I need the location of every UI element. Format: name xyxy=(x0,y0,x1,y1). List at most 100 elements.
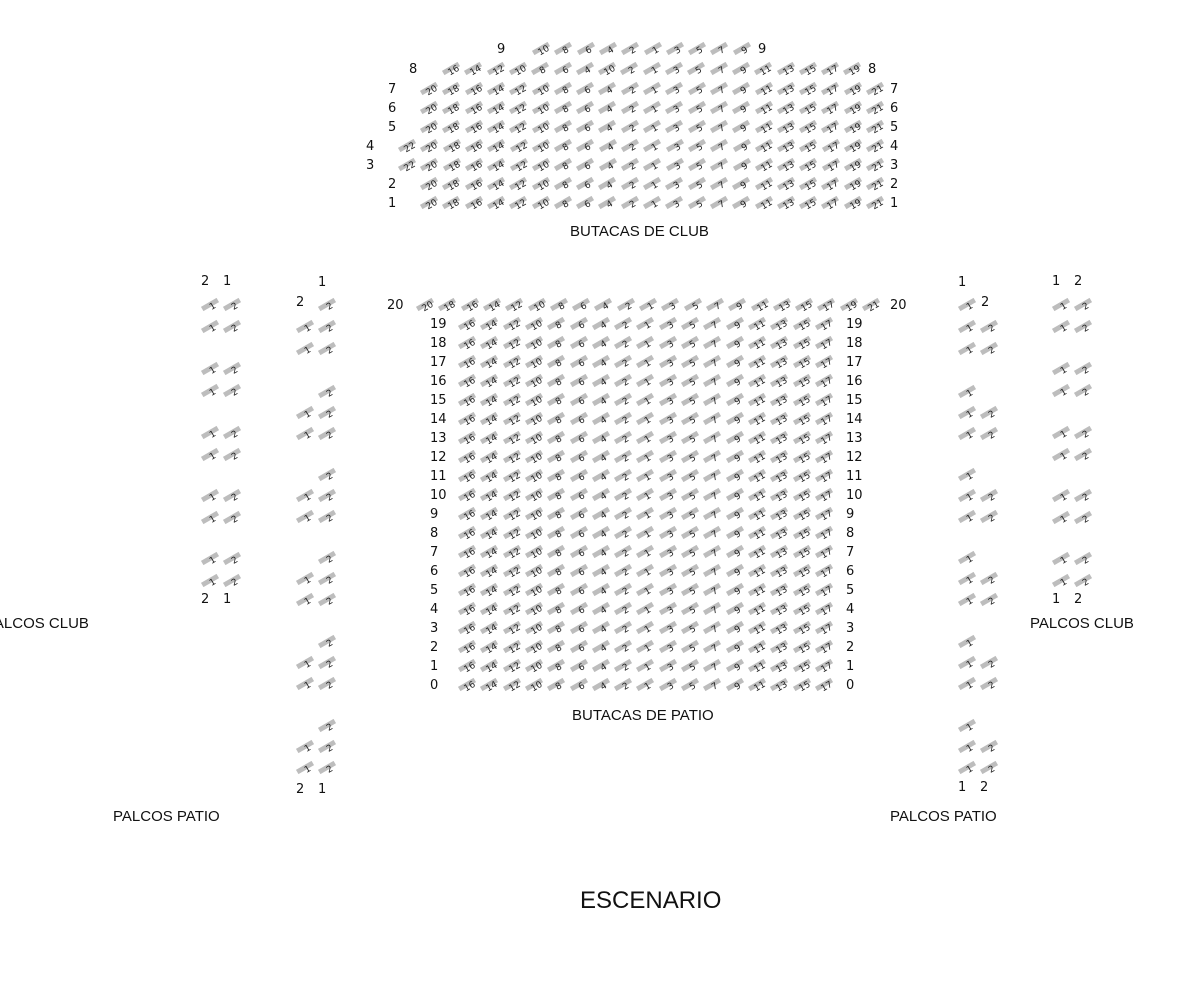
patio-seat[interactable]: 15 xyxy=(792,581,815,601)
patio-seat[interactable]: 14 xyxy=(480,429,502,449)
club-seat[interactable]: 5 xyxy=(687,137,710,157)
club-seat[interactable]: 8 xyxy=(553,80,576,100)
patio-seat[interactable]: 10 xyxy=(527,296,550,316)
patio-seat[interactable]: 5 xyxy=(683,296,706,316)
patio-seat[interactable]: 18 xyxy=(438,296,460,316)
patio-seat[interactable]: 1 xyxy=(636,638,658,658)
club-seat[interactable]: 14 xyxy=(487,156,509,176)
club-seat[interactable]: 19 xyxy=(843,156,866,176)
patio-seat[interactable]: 13 xyxy=(770,486,792,506)
patio-seat[interactable]: 13 xyxy=(770,600,792,620)
patio-seat[interactable]: 13 xyxy=(770,638,792,658)
club-seat[interactable]: 20 xyxy=(419,118,442,138)
patio-seat[interactable]: 2 xyxy=(614,676,636,696)
patio-seat[interactable]: 15 xyxy=(792,524,815,544)
patio-seat[interactable]: 14 xyxy=(480,467,502,487)
patio-seat[interactable]: 11 xyxy=(750,296,773,316)
club-seat[interactable]: 2 xyxy=(620,194,643,214)
club-seat[interactable]: 19 xyxy=(843,60,865,80)
patio-seat[interactable]: 16 xyxy=(457,372,480,392)
club-seat[interactable]: 18 xyxy=(442,156,465,176)
club-seat[interactable]: 13 xyxy=(776,118,799,138)
club-seat[interactable]: 13 xyxy=(776,99,799,119)
patio-seat[interactable]: 16 xyxy=(457,315,480,335)
club-seat[interactable]: 21 xyxy=(865,99,888,119)
club-seat[interactable]: 2 xyxy=(620,137,643,157)
club-seat[interactable]: 3 xyxy=(665,40,688,60)
club-seat[interactable]: 6 xyxy=(576,156,598,176)
patio-seat[interactable]: 5 xyxy=(680,391,703,411)
patio-seat[interactable]: 5 xyxy=(680,448,703,468)
club-seat[interactable]: 13 xyxy=(776,175,799,195)
patio-seat[interactable]: 12 xyxy=(502,467,525,487)
patio-seat[interactable]: 3 xyxy=(658,619,681,639)
palcos-patio-left-seat-2[interactable]: 2 xyxy=(317,675,340,695)
club-seat[interactable]: 2 xyxy=(621,40,643,60)
patio-seat[interactable]: 14 xyxy=(480,391,502,411)
patio-seat[interactable]: 1 xyxy=(636,600,658,620)
club-seat[interactable]: 20 xyxy=(419,175,442,195)
palcos-patio-left-seat-2[interactable]: 2 xyxy=(317,717,340,737)
palcos-patio-left-seat-1[interactable]: 1 xyxy=(295,487,318,507)
club-seat[interactable]: 10 xyxy=(531,156,554,176)
patio-seat[interactable]: 9 xyxy=(725,353,748,373)
patio-seat[interactable]: 6 xyxy=(569,334,592,354)
patio-seat[interactable]: 10 xyxy=(524,372,547,392)
patio-seat[interactable]: 10 xyxy=(524,524,547,544)
patio-seat[interactable]: 14 xyxy=(480,657,502,677)
club-seat[interactable]: 5 xyxy=(687,156,710,176)
patio-seat[interactable]: 12 xyxy=(502,505,525,525)
patio-seat[interactable]: 6 xyxy=(569,562,592,582)
patio-seat[interactable]: 12 xyxy=(502,410,525,430)
patio-seat[interactable]: 11 xyxy=(747,657,770,677)
palcos-patio-right-seat-1[interactable]: 1 xyxy=(957,487,980,507)
patio-seat[interactable]: 15 xyxy=(792,467,815,487)
patio-seat[interactable]: 9 xyxy=(725,486,748,506)
patio-seat[interactable]: 6 xyxy=(569,448,592,468)
palcos-club-right-seat-2[interactable]: 2 xyxy=(1073,446,1096,466)
patio-seat[interactable]: 13 xyxy=(770,619,792,639)
club-seat[interactable]: 14 xyxy=(486,118,509,138)
club-seat[interactable]: 9 xyxy=(731,60,754,80)
club-seat[interactable]: 6 xyxy=(576,194,598,214)
club-seat[interactable]: 5 xyxy=(688,40,710,60)
club-seat[interactable]: 10 xyxy=(598,60,620,80)
palcos-patio-left-seat-1[interactable]: 1 xyxy=(295,508,318,528)
patio-seat[interactable]: 10 xyxy=(524,543,547,563)
patio-seat[interactable]: 1 xyxy=(636,372,658,392)
patio-seat[interactable]: 11 xyxy=(747,676,770,696)
club-seat[interactable]: 15 xyxy=(799,175,821,195)
club-seat[interactable]: 17 xyxy=(821,60,843,80)
club-seat[interactable]: 15 xyxy=(799,118,821,138)
palcos-patio-right-seat-2[interactable]: 2 xyxy=(979,487,1002,507)
club-seat[interactable]: 7 xyxy=(710,40,732,60)
club-seat[interactable]: 12 xyxy=(509,175,531,195)
patio-seat[interactable]: 17 xyxy=(814,676,837,696)
palcos-club-left-seat-1[interactable]: 1 xyxy=(200,382,223,402)
patio-seat[interactable]: 9 xyxy=(725,334,748,354)
patio-seat[interactable]: 2 xyxy=(614,353,636,373)
patio-seat[interactable]: 1 xyxy=(636,429,658,449)
club-seat[interactable]: 16 xyxy=(464,175,487,195)
patio-seat[interactable]: 7 xyxy=(703,562,725,582)
patio-seat[interactable]: 15 xyxy=(792,372,815,392)
club-seat[interactable]: 4 xyxy=(598,40,621,60)
patio-seat[interactable]: 7 xyxy=(703,638,725,658)
club-seat[interactable]: 11 xyxy=(754,99,777,119)
club-seat[interactable]: 12 xyxy=(509,80,531,100)
club-seat[interactable]: 3 xyxy=(664,60,687,80)
patio-seat[interactable]: 5 xyxy=(680,334,703,354)
club-seat[interactable]: 19 xyxy=(843,137,866,157)
palcos-patio-left-seat-2[interactable]: 2 xyxy=(317,570,340,590)
patio-seat[interactable]: 7 xyxy=(703,505,725,525)
club-seat[interactable]: 11 xyxy=(754,80,777,100)
patio-seat[interactable]: 2 xyxy=(614,448,636,468)
palcos-club-right-seat-2[interactable]: 2 xyxy=(1073,487,1096,507)
club-seat[interactable]: 20 xyxy=(419,194,442,214)
palcos-club-right-seat-1[interactable]: 1 xyxy=(1051,296,1074,316)
club-seat[interactable]: 20 xyxy=(420,156,442,176)
patio-seat[interactable]: 12 xyxy=(502,315,525,335)
patio-seat[interactable]: 8 xyxy=(547,467,569,487)
patio-seat[interactable]: 6 xyxy=(572,296,594,316)
patio-seat[interactable]: 17 xyxy=(814,638,837,658)
